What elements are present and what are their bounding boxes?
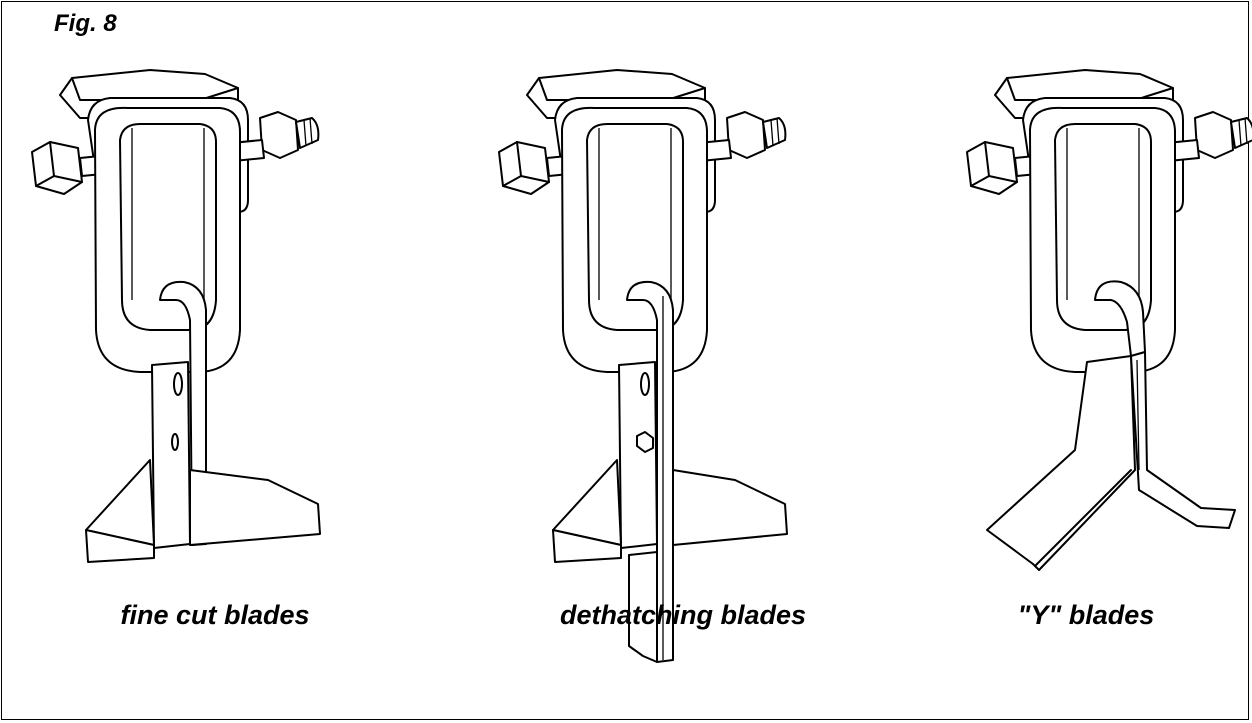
y-blade-diagram: [966, 69, 1252, 571]
dethatching-blade-diagram: [498, 69, 788, 663]
figure-label: Fig. 8: [54, 10, 117, 37]
y-blades-caption: "Y" blades: [1017, 600, 1155, 630]
fine-cut-blades-caption: fine cut blades: [120, 600, 310, 630]
fine-cut-blade-diagram: [31, 69, 321, 563]
dethatching-blades-caption: dethatching blades: [559, 600, 807, 630]
